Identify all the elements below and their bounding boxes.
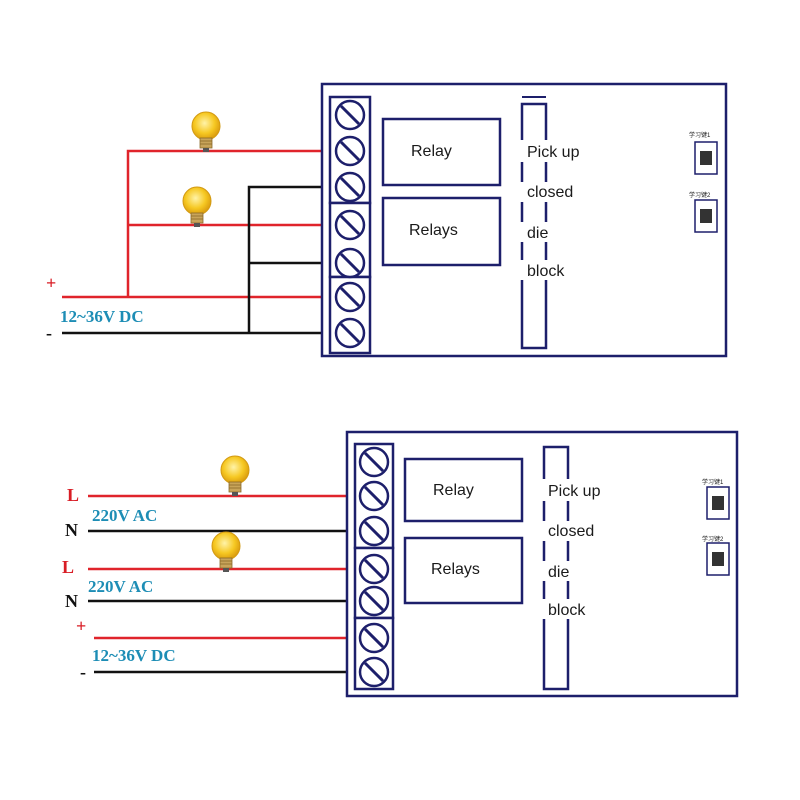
bottom-ac1-voltage-label: 220V AC [92, 506, 157, 525]
bottom-screw-2-icon [358, 480, 390, 512]
top-button-2-label: 学习键2 [689, 191, 711, 199]
bottom-screw-5-icon [358, 585, 390, 617]
bottom-relay-2-label: Relays [431, 561, 480, 578]
bottom-bulb-1-icon [220, 455, 250, 497]
bottom-relay-1-label: Relay [433, 482, 474, 499]
top-diagram: + - 12~36V DC Relay Relays Pick up close… [46, 82, 728, 358]
top-bulb-1-icon [191, 111, 221, 153]
bottom-state-mask-3 [539, 561, 579, 581]
bottom-state-die: die [548, 564, 569, 581]
top-minus-label: - [46, 323, 52, 343]
top-screw-4-icon [334, 209, 366, 241]
top-state-mask-1 [517, 140, 587, 162]
top-bulb-2-icon [182, 186, 212, 228]
top-learn-button-2[interactable] [694, 199, 718, 233]
top-learn-button-1[interactable] [694, 141, 718, 175]
top-screw-2-icon [334, 135, 366, 167]
top-state-mask-4 [517, 260, 577, 280]
top-relay-1-label: Relay [411, 143, 452, 160]
bottom-ac2-voltage-label: 220V AC [88, 577, 153, 596]
bottom-learn-button-2[interactable] [706, 542, 730, 576]
top-relay-1 [381, 117, 502, 187]
top-black-wire-bus [247, 185, 330, 333]
top-screw-3-icon [334, 171, 366, 203]
bottom-L2-label: L [62, 557, 74, 577]
bottom-state-mask-4 [539, 599, 599, 619]
bottom-state-mask-1 [539, 479, 611, 501]
bottom-N2-label: N [65, 591, 78, 611]
bottom-screw-4-icon [358, 553, 390, 585]
bottom-screw-6-icon [358, 622, 390, 654]
bottom-screw-7-icon [358, 656, 390, 688]
top-screw-6-icon [334, 281, 366, 313]
bottom-relay-2 [403, 536, 524, 605]
top-relay-2 [381, 196, 502, 267]
top-dc-voltage-label: 12~36V DC [60, 307, 144, 326]
top-red-wire-feed [126, 149, 330, 297]
bottom-wires [88, 494, 355, 674]
bottom-learn-button-1[interactable] [706, 486, 730, 520]
top-button-1-label: 学习键1 [689, 131, 711, 139]
bottom-button-2-label: 学习键2 [702, 535, 724, 543]
bottom-state-block: block [548, 602, 586, 619]
bottom-state-closed: closed [548, 523, 594, 540]
bottom-dc-voltage-label: 12~36V DC [92, 646, 176, 665]
top-state-closed: closed [527, 184, 573, 201]
bottom-relay-1 [403, 457, 524, 523]
bottom-screw-1-icon [358, 446, 390, 478]
top-state-mask-2 [517, 182, 581, 202]
bottom-N1-label: N [65, 520, 78, 540]
bottom-state-mask-2 [539, 521, 603, 541]
top-screw-7-icon [334, 317, 366, 349]
bottom-L1-label: L [67, 485, 79, 505]
top-screw-1-icon [334, 99, 366, 131]
bottom-plus-label: + [76, 616, 86, 636]
top-state-die: die [527, 225, 548, 242]
bottom-minus-label: - [80, 662, 86, 682]
top-state-block: block [527, 263, 565, 280]
bottom-screw-3-icon [358, 515, 390, 547]
top-wires [62, 149, 330, 335]
bottom-state-pickup: Pick up [548, 483, 601, 500]
bottom-diagram: L N 220V AC L N 220V AC + - 12~36V DC Re… [62, 430, 739, 698]
top-state-mask-3 [517, 222, 557, 242]
top-relay-2-label: Relays [409, 222, 458, 239]
bottom-button-1-label: 学习键1 [702, 478, 724, 486]
top-screw-5-icon [334, 247, 366, 279]
top-state-pickup: Pick up [527, 144, 580, 161]
bottom-bulb-2-icon [211, 531, 241, 573]
top-plus-label: + [46, 273, 56, 293]
